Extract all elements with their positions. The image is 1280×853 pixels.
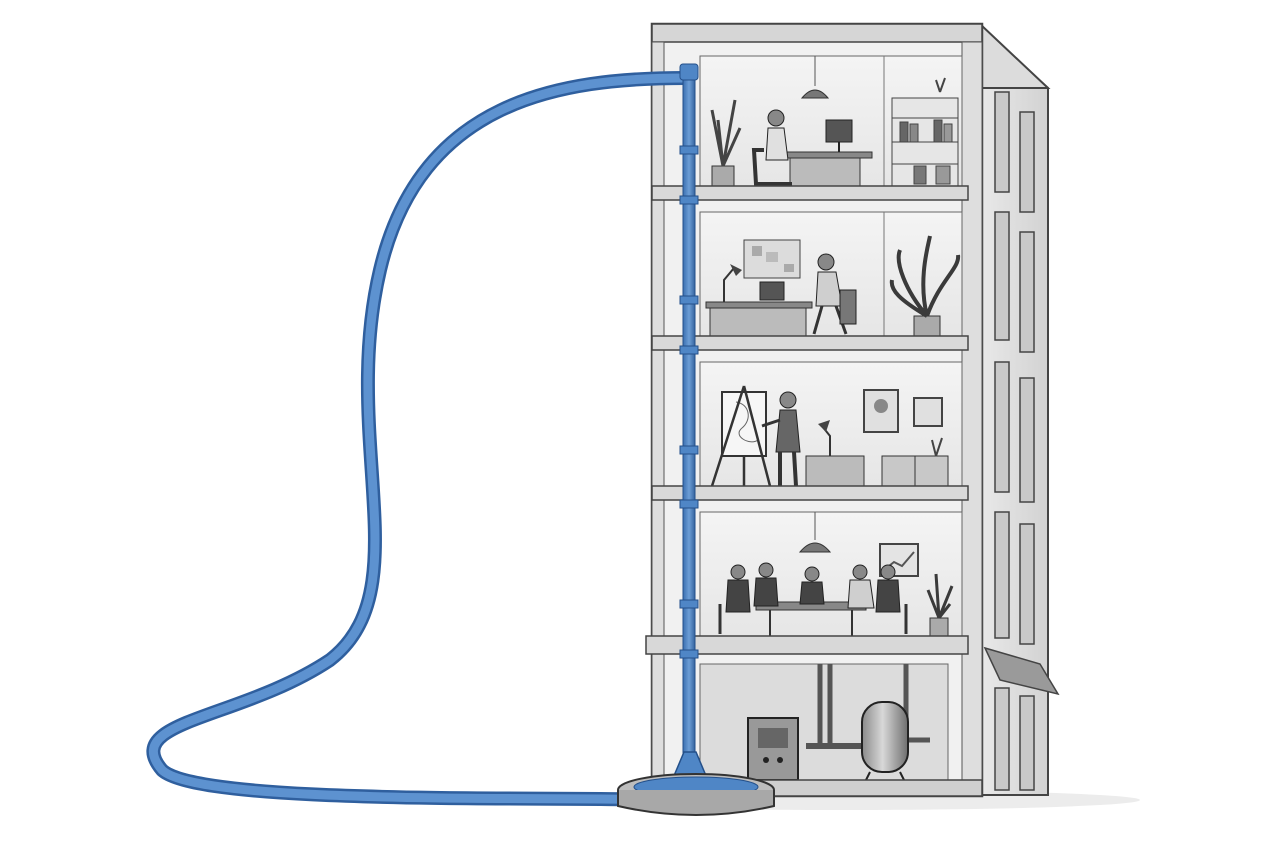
floor-3-studio (699, 361, 963, 487)
floor-slab-2 (651, 335, 969, 351)
floor-slab-4 (645, 635, 969, 655)
floor-5-office (699, 55, 963, 187)
riser-pipe (666, 63, 714, 791)
water-hose (146, 71, 693, 807)
basement-utility-room (699, 663, 949, 781)
water-basin (617, 773, 775, 816)
floor-slab-1 (651, 185, 969, 201)
floor-slab-3 (651, 485, 969, 501)
floor-4-office (699, 211, 963, 337)
floor-2-meeting-room (699, 511, 963, 637)
